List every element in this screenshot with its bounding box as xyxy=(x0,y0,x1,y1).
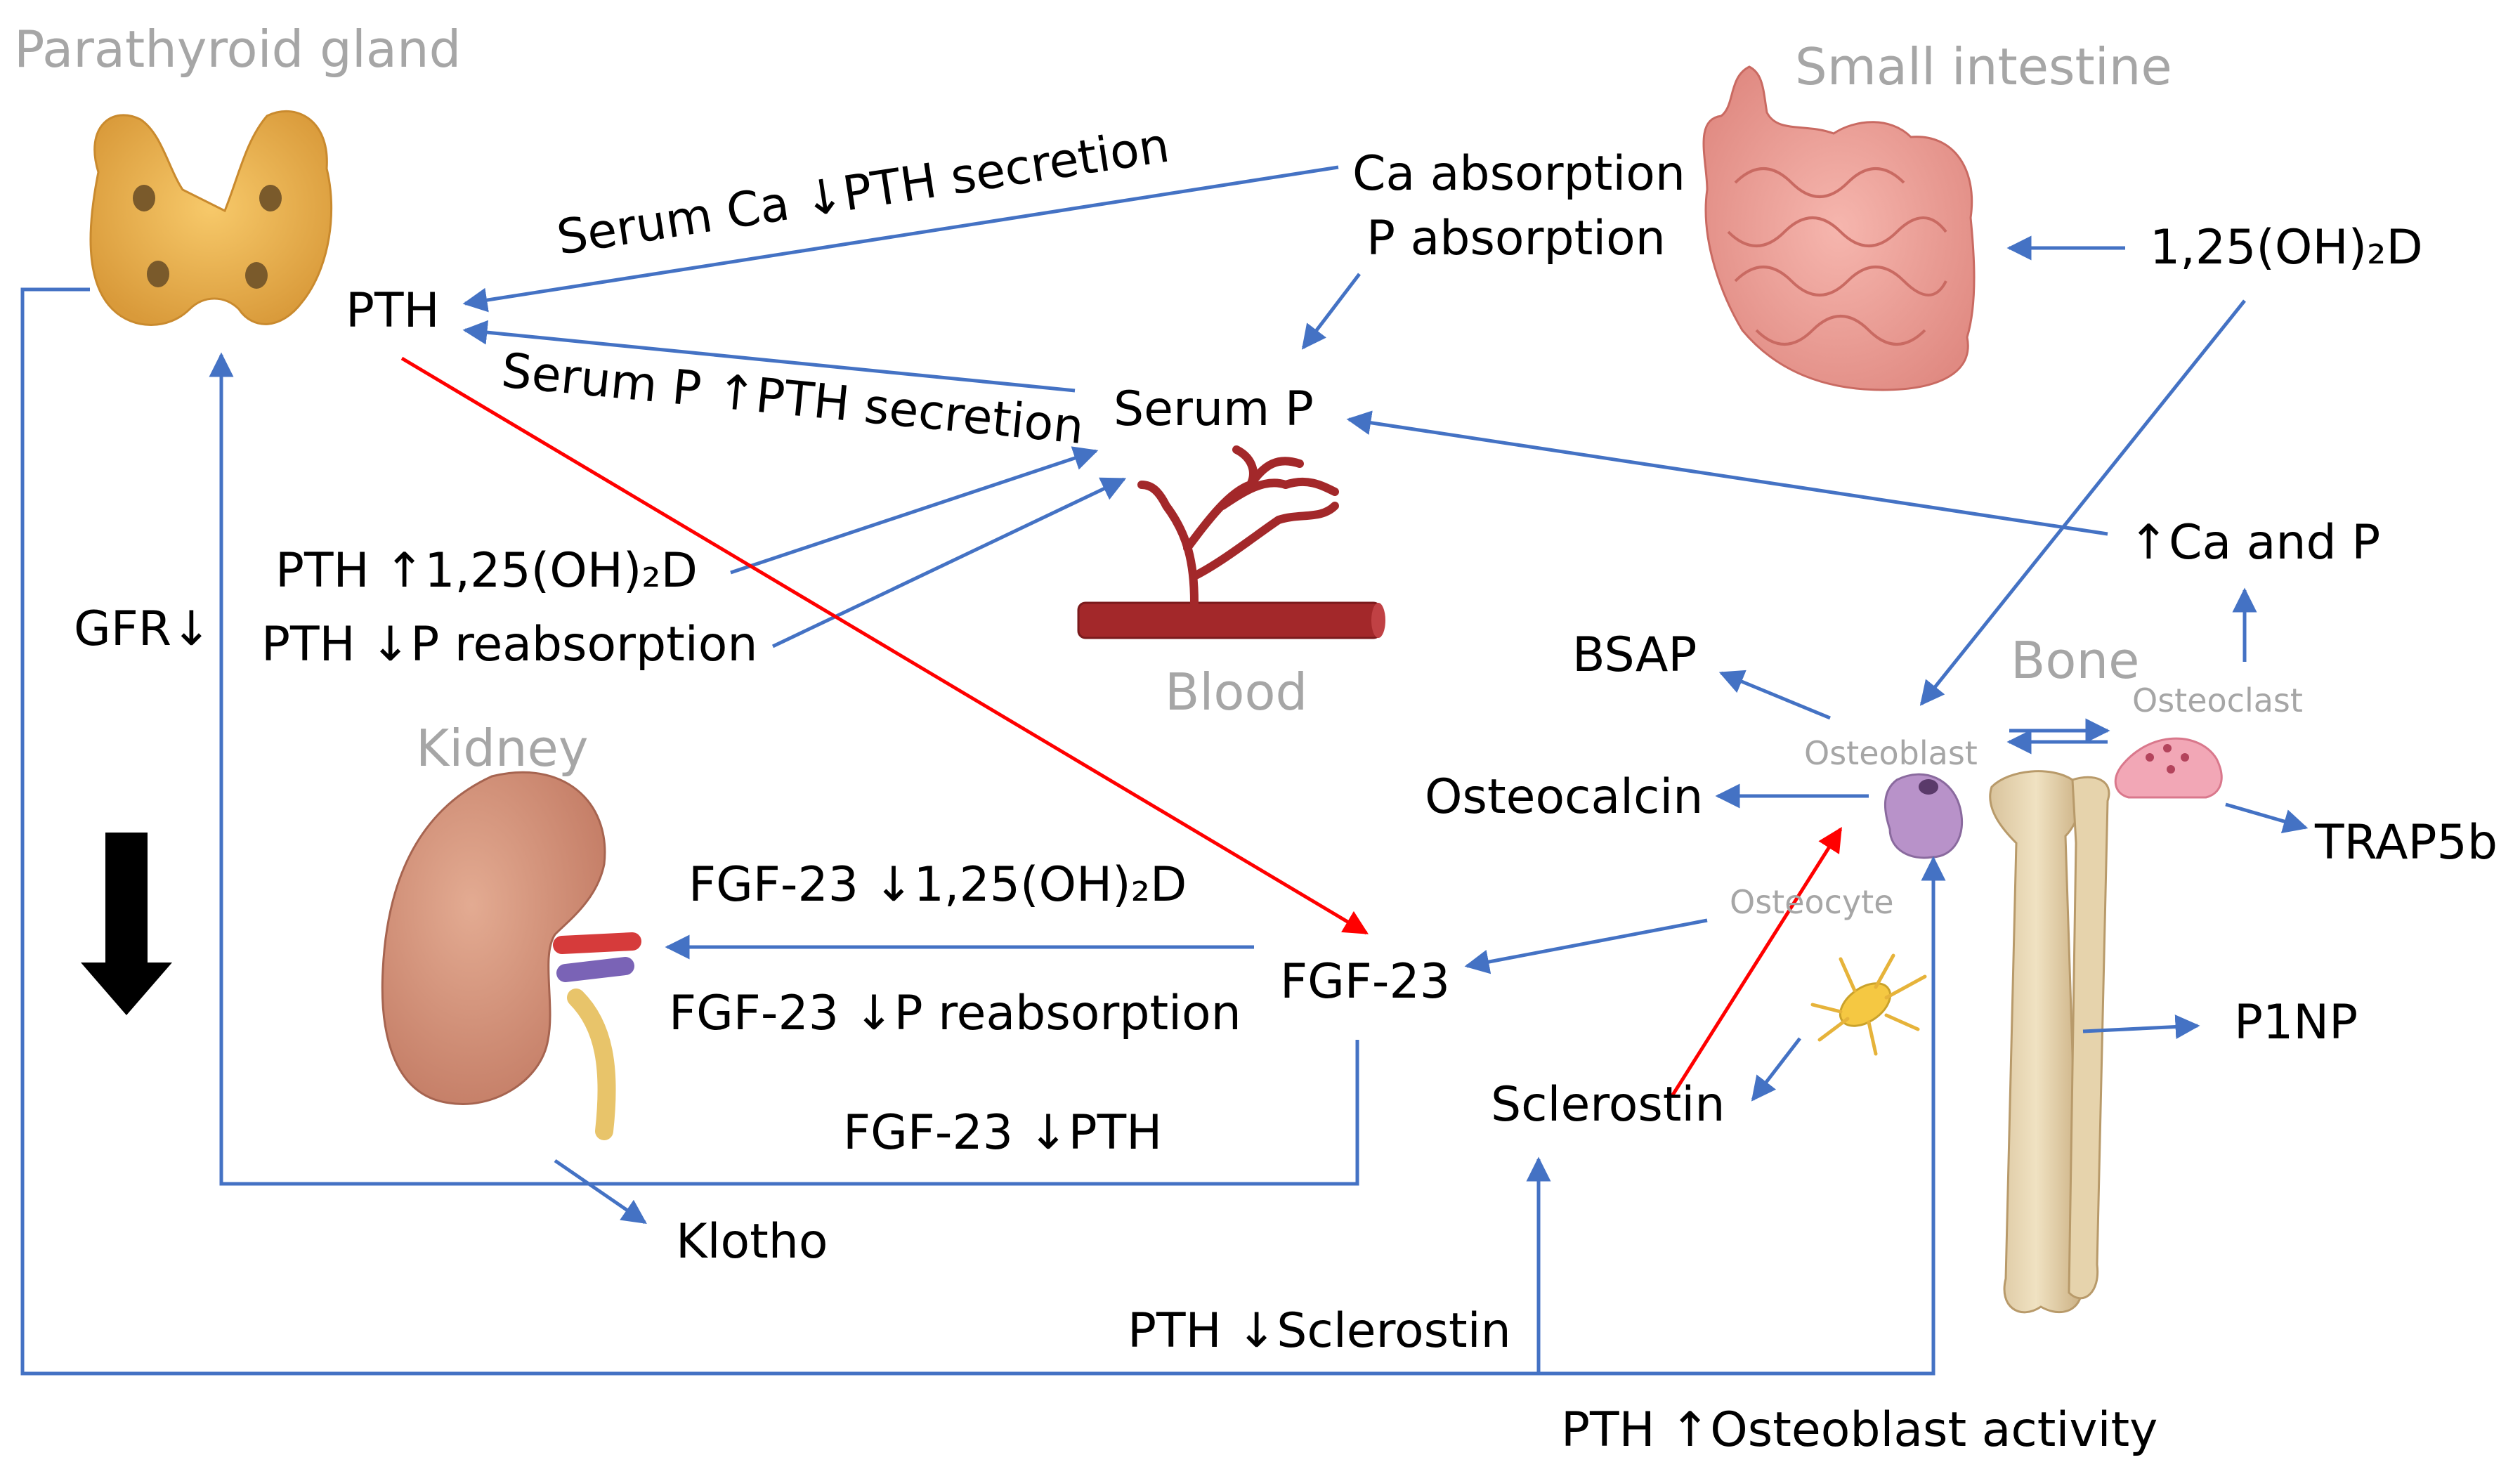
arrow-kidney-to-klotho xyxy=(554,1159,647,1225)
parathyroid-gland-icon xyxy=(89,110,333,326)
node-pth: PTH xyxy=(346,283,440,339)
node-serum-p: Serum P xyxy=(1114,381,1314,437)
node-p-absorption: P absorption xyxy=(1366,211,1666,266)
arrow-osteoblast-to-bsap xyxy=(1718,670,1831,720)
node-p1np: P1NP xyxy=(2234,995,2358,1050)
label-serum-ca-pth: Serum Ca ↓PTH secretion xyxy=(554,118,1173,266)
node-klotho: Klotho xyxy=(676,1214,828,1270)
arrow-osteocyte-to-fgf23 xyxy=(1464,918,1708,974)
arrow-bone-to-p1np xyxy=(2082,1014,2200,1040)
blood-vessel-icon xyxy=(1077,445,1385,639)
arrow-absorption-to-pth xyxy=(462,165,1339,313)
label-fgf-pth: FGF-23 ↓PTH xyxy=(843,1105,1162,1161)
label-fgf-vitd: FGF-23 ↓1,25(OH)₂D xyxy=(688,857,1187,913)
cell-label-osteocyte: Osteocyte xyxy=(1730,883,1894,921)
arrow-osteocyte-to-sclerostin xyxy=(1751,1037,1801,1102)
arrow-pth-vitd-to-serum-p xyxy=(730,446,1099,575)
osteoclast-cell-icon xyxy=(2114,737,2223,799)
label-pth-sclerostin: PTH ↓Sclerostin xyxy=(1128,1303,1511,1359)
organ-label-bone: Bone xyxy=(2011,631,2139,690)
osteocyte-cell-icon xyxy=(1810,953,1927,1056)
node-bsap: BSAP xyxy=(1572,627,1697,683)
organ-label-intestine: Small intestine xyxy=(1795,37,2172,96)
small-intestine-icon xyxy=(1702,65,1976,391)
arrow-ca-p-to-serum-p xyxy=(1346,410,2108,536)
arrow-pth-to-fgf23 xyxy=(400,356,1369,935)
arrow-sclerostin-to-osteoblast xyxy=(1670,827,1843,1097)
node-ca-absorption: Ca absorption xyxy=(1352,146,1685,202)
osteoblast-cell-icon xyxy=(1884,773,1964,859)
arrow-osteoclast-to-trap5b xyxy=(2225,802,2309,834)
node-gfr: GFR↓ xyxy=(74,601,211,657)
node-ca-and-p: ↑Ca and P xyxy=(2129,515,2380,570)
arrow-vitd-to-osteoblast xyxy=(1919,299,2246,706)
arrow-gfr-loop xyxy=(20,287,1946,1376)
cell-label-osteoblast: Osteoblast xyxy=(1804,734,1978,772)
organ-label-parathyroid: Parathyroid gland xyxy=(14,20,461,79)
arrow-fgf23-to-pth xyxy=(209,352,1359,1186)
organ-label-kidney: Kidney xyxy=(416,719,588,778)
arrow-serum-p-to-pth xyxy=(462,320,1076,393)
node-osteocalcin: Osteocalcin xyxy=(1425,769,1703,825)
label-pth-vitd: PTH ↑1,25(OH)₂D xyxy=(275,543,698,599)
cell-label-osteoclast: Osteoclast xyxy=(2132,681,2303,719)
kidney-icon xyxy=(381,771,641,1140)
label-pth-osteoblast: PTH ↑Osteoblast activity xyxy=(1561,1402,2157,1458)
bone-icon xyxy=(1989,770,2110,1314)
node-trap5b: TRAP5b xyxy=(2314,815,2498,870)
arrow-absorption-to-serum-p xyxy=(1301,273,1361,350)
arrow-pth-reabs-to-serum-p xyxy=(771,477,1127,648)
label-serum-p-pth: Serum P ↑PTH secretion xyxy=(499,343,1086,455)
label-fgf-p-reabs: FGF-23 ↓P reabsorption xyxy=(669,986,1241,1041)
node-sclerostin: Sclerostin xyxy=(1491,1077,1725,1133)
gfr-decline-arrow-icon xyxy=(81,833,172,1015)
label-pth-p-reabs: PTH ↓P reabsorption xyxy=(261,617,757,672)
organ-label-blood: Blood xyxy=(1165,663,1307,722)
node-vitd: 1,25(OH)₂D xyxy=(2150,220,2423,275)
node-fgf23: FGF-23 xyxy=(1280,954,1450,1010)
